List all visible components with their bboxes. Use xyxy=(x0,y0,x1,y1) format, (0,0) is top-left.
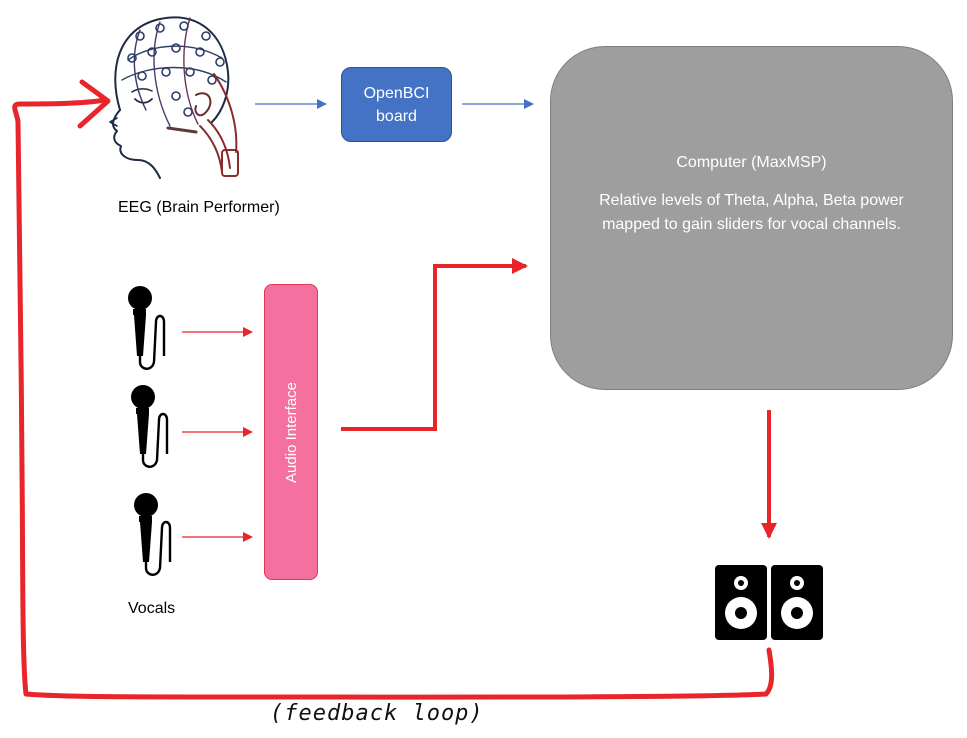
computer-node: Computer (MaxMSP) Relative levels of The… xyxy=(550,46,953,390)
microphone-icon xyxy=(128,286,166,370)
audio-interface-label: Audio Interface xyxy=(282,381,300,483)
computer-description: Relative levels of Theta, Alpha, Beta po… xyxy=(599,192,904,233)
speaker-icon xyxy=(715,565,767,640)
microphone-icon xyxy=(134,493,172,576)
openbci-board-node: OpenBCI board xyxy=(341,67,452,142)
eeg-label: EEG (Brain Performer) xyxy=(118,199,280,216)
feedback-loop-label: (feedback loop) xyxy=(270,701,484,726)
microphone-icon xyxy=(131,385,169,468)
audio-interface-node: Audio Interface xyxy=(264,284,318,580)
feedback-loop-arrowhead xyxy=(77,79,111,129)
vocals-label: Vocals xyxy=(128,600,176,617)
arrow-audio-to-computer xyxy=(341,258,528,431)
openbci-label-line2: board xyxy=(376,107,417,125)
computer-title: Computer (MaxMSP) xyxy=(676,154,827,171)
eeg-head-icon xyxy=(109,16,239,179)
feedback-loop-path xyxy=(12,97,775,700)
speaker-icon xyxy=(771,565,823,640)
openbci-label-line1: OpenBCI xyxy=(363,84,430,102)
